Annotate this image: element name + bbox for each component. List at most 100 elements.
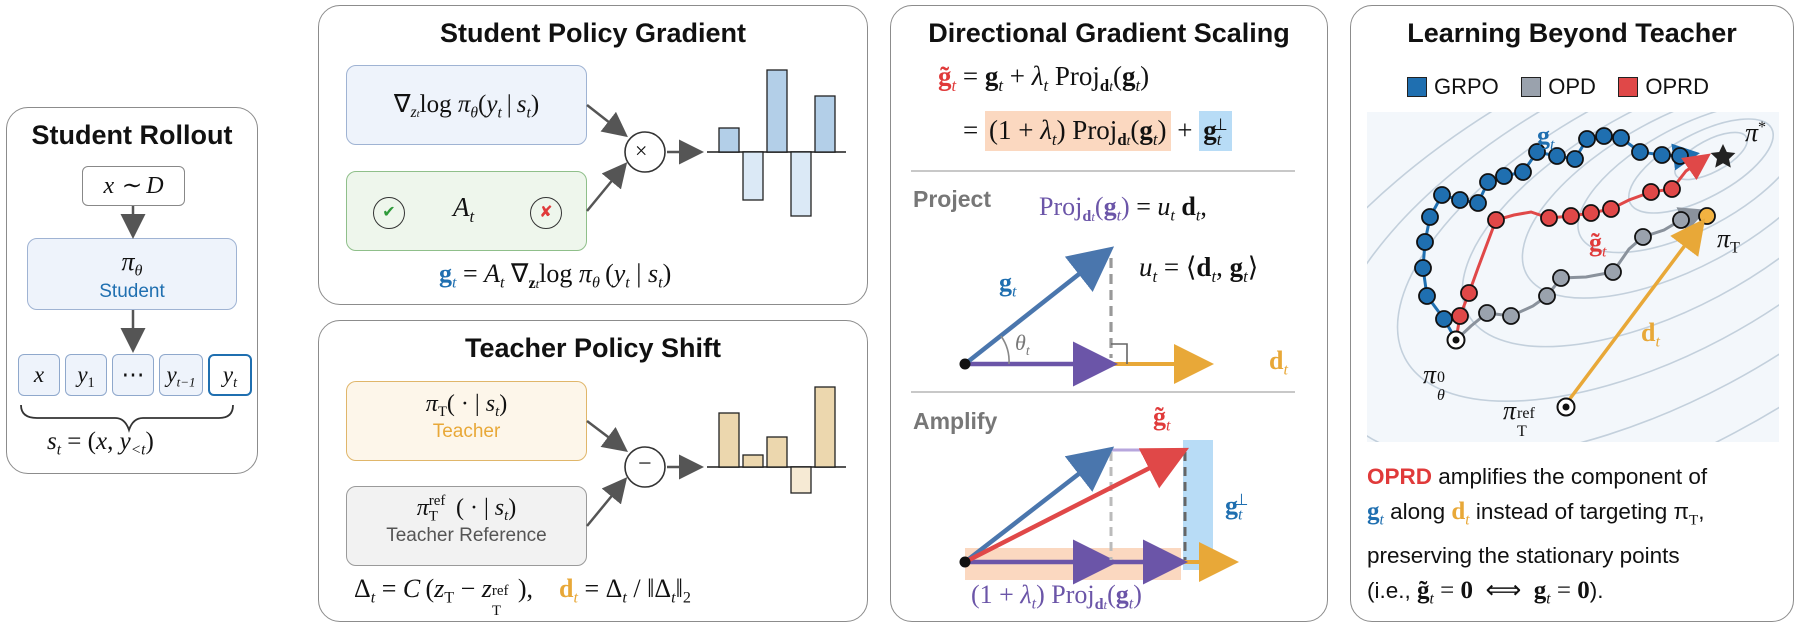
- legend-grpo-label: GRPO: [1434, 74, 1499, 99]
- caption-text-2c: ,: [1698, 499, 1705, 524]
- oprd-node: [1487, 211, 1505, 229]
- shift-bar-4: [790, 466, 812, 494]
- ref-node-dot: [1562, 403, 1570, 411]
- teacher-label: Teacher: [432, 421, 501, 443]
- amplify-gtilde-vector: [963, 447, 1190, 565]
- grad-bar-5: [814, 95, 836, 153]
- multiply-glyph: ×: [635, 138, 648, 163]
- amplify-gperp-label: gt⊥: [1225, 490, 1249, 524]
- token-row: x y1 ⋯ yt−1 yt: [18, 354, 253, 398]
- student-rollout-title: Student Rollout: [31, 120, 233, 150]
- minus-node: [624, 446, 666, 488]
- project-g-vector: [963, 246, 1115, 366]
- legend-grpo: GRPO: [1407, 74, 1499, 100]
- advantage-letter: A: [453, 192, 470, 222]
- state-equation: st = (x, y<t): [47, 428, 154, 459]
- theta-arc: [1000, 335, 1010, 365]
- token-y1-sub: 1: [87, 374, 95, 391]
- caption-line-1: OPRD amplifies the component of: [1367, 459, 1791, 494]
- policy-symbol: π: [121, 247, 135, 276]
- project-origin: [959, 358, 971, 370]
- advantage-symbol: At: [453, 192, 474, 227]
- grpo-node: [1414, 259, 1432, 277]
- amplify-label: Amplify: [913, 408, 998, 434]
- spg-graphics: [586, 69, 846, 217]
- token-yt-sub: t: [233, 374, 238, 391]
- u-equation: ut = ⟨dt, gt⟩: [1139, 252, 1259, 286]
- grpo-node: [1612, 129, 1630, 147]
- spg-equation: gt = At ∇ztlog πθ (yt | st): [439, 259, 672, 292]
- landscape-graphics: [1367, 112, 1779, 442]
- token-yt: yt: [208, 354, 252, 396]
- multiply-node: [624, 131, 666, 173]
- check-glyph: ✔: [382, 204, 396, 221]
- amplify-origin: [959, 556, 971, 568]
- legend-grpo-swatch: [1407, 77, 1427, 97]
- grpo-node: [1671, 147, 1689, 165]
- grpo-node: [1595, 127, 1613, 145]
- policy-sub: θ: [134, 262, 143, 280]
- prompt-box: x ∼ D: [82, 166, 185, 206]
- grpo-node: [1578, 130, 1596, 148]
- dgs-title: Directional Gradient Scaling: [928, 18, 1290, 48]
- check-icon: ✔: [373, 197, 405, 229]
- opd-node: [1604, 263, 1622, 281]
- grpo-node: [1469, 194, 1487, 212]
- lbt-d-arrow: [1564, 218, 1706, 406]
- token-y1: y1: [65, 354, 107, 396]
- shift-bar-3: [766, 436, 788, 468]
- learning-beyond-teacher-panel: Learning Beyond Teacher GRPO OPD OPRD: [1350, 5, 1794, 622]
- cross-icon: ✘: [530, 197, 562, 229]
- project-g-label: gt: [999, 268, 1017, 301]
- teacher-ref-label: Teacher Reference: [386, 525, 547, 547]
- arrow-grad-to-multiply: [586, 104, 628, 138]
- right-angle-mark: [1111, 343, 1128, 364]
- arrow-ref-to-minus: [586, 477, 628, 527]
- multiply-op: ×: [635, 138, 647, 164]
- caption-line-4: (i.e., g̃t = 0 ⟺ gt = 0).: [1367, 577, 1604, 608]
- shift-bar-1: [718, 412, 740, 468]
- caption-text-2a: along: [1383, 499, 1452, 524]
- grpo-node: [1653, 146, 1671, 164]
- prompt-text: x ∼ D: [103, 173, 164, 199]
- oprd-node: [1460, 284, 1478, 302]
- pi-star-label: π*: [1745, 118, 1767, 147]
- legend: GRPO OPD OPRD: [1407, 74, 1727, 102]
- caption-line-2: gt along dt instead of targeting πT,: [1367, 498, 1705, 529]
- token-ellipsis-text: ⋯: [121, 362, 145, 387]
- caption-text-1: amplifies the component of: [1432, 464, 1708, 489]
- grad-bar-1: [718, 127, 740, 153]
- grpo-node: [1528, 143, 1546, 161]
- opd-node: [1672, 211, 1690, 229]
- oprd-node: [1451, 307, 1469, 325]
- lbt-d-label: dt: [1641, 318, 1660, 351]
- project-d-label: dt: [1269, 346, 1288, 379]
- grpo-node: [1433, 186, 1451, 204]
- lbt-caption: OPRD amplifies the component of gt along…: [1367, 459, 1791, 617]
- underbrace: [20, 404, 234, 433]
- token-x-text: x: [33, 362, 45, 387]
- legend-opd-swatch: [1521, 77, 1542, 97]
- token-yt-text: y: [222, 362, 234, 387]
- tps-graphics: [586, 386, 846, 527]
- teacher-node: [1698, 207, 1716, 225]
- cross-glyph: ✘: [539, 204, 553, 221]
- dgs-eq1: g̃t = gt + λt Projdt(gt): [938, 61, 1150, 95]
- opd-node: [1502, 307, 1520, 325]
- legend-opd-label: OPD: [1548, 74, 1596, 99]
- optimum-star-icon: [1710, 144, 1736, 168]
- oprd-nodes: [1451, 180, 1681, 325]
- grpo-node: [1631, 143, 1649, 161]
- token-x: x: [18, 354, 60, 396]
- oprd-node: [1602, 200, 1620, 218]
- dgs-graphics: [911, 170, 1295, 585]
- spg-title: Student Policy Gradient: [439, 18, 747, 48]
- opd-node: [1538, 287, 1556, 305]
- student-policy-gradient-panel: Student Policy Gradient ∇ztlog πθ(yt | s…: [318, 5, 868, 305]
- grpo-node: [1421, 208, 1439, 226]
- grpo-node: [1418, 287, 1436, 305]
- start-node-dot: [1452, 336, 1460, 344]
- lbt-gtilde-label: g̃t: [1589, 228, 1607, 261]
